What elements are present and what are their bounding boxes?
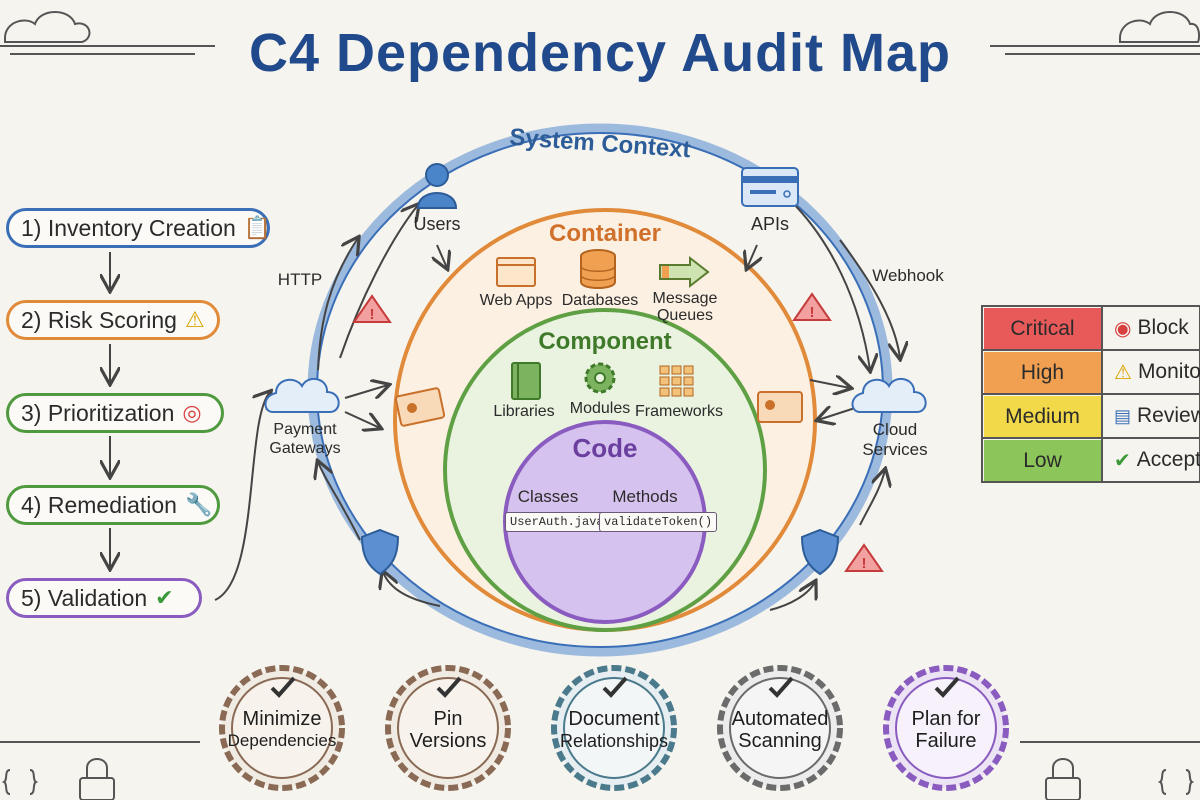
component-item-frameworks[interactable]: Frameworks — [634, 403, 723, 420]
container-item-databases[interactable]: Databases — [561, 292, 639, 309]
cloud-icon-services — [851, 377, 927, 413]
api-card-icon — [741, 167, 799, 207]
component-item-modules[interactable]: Modules — [569, 400, 631, 417]
principle-badge-4 — [717, 665, 843, 791]
page-title: C4 Dependency Audit Map — [248, 23, 952, 83]
legend-action-monitor: ⚠ Monitor — [1114, 360, 1200, 384]
legend-level-critical: Critical — [984, 308, 1101, 349]
svg-text:!: ! — [862, 555, 867, 572]
code-class-example[interactable]: UserAuth.java — [505, 512, 609, 532]
target-icon: ◎ — [182, 400, 202, 425]
checkmark-icon: ✔ — [1114, 449, 1131, 472]
id-card-icon — [757, 391, 803, 423]
legend-level-high: High — [984, 352, 1101, 393]
principle-badge-1 — [219, 665, 345, 791]
gear-icon — [584, 362, 616, 394]
message-queue-icon — [659, 255, 710, 289]
principle-badges — [219, 665, 1009, 791]
warning-icon: ! — [844, 543, 884, 572]
webhook-label: Webhook — [872, 266, 944, 285]
payment-gateways-label[interactable]: Payment Gateways — [269, 421, 341, 457]
web-app-icon — [496, 257, 536, 287]
step-label: 3) Prioritization — [21, 399, 175, 426]
warning-icon: ⚠ — [1114, 361, 1132, 384]
container-title: Container — [548, 220, 661, 247]
principle-badge-5 — [883, 665, 1009, 791]
wrench-icon: 🔧 — [184, 492, 213, 517]
principle-minimize-dependencies: Minimize Dependencies — [227, 708, 337, 750]
legend-grid — [981, 305, 1200, 483]
principle-plan-for-failure: Plan for Failure — [911, 708, 981, 752]
apis-label[interactable]: APIs — [750, 214, 789, 234]
step-label: 4) Remediation — [21, 491, 177, 518]
legend-action-block: ◉ Block — [1114, 316, 1189, 340]
code-classes-label: Classes — [517, 487, 579, 506]
step-risk-scoring[interactable]: 2) Risk Scoring ⚠ — [6, 300, 220, 340]
legend-level-low: Low — [984, 440, 1101, 481]
legend-action-review: ▤ Review — [1114, 404, 1200, 427]
component-item-libraries[interactable]: Libraries — [493, 403, 555, 420]
checkmark-icon: ✔ — [155, 585, 174, 610]
shield-icon — [800, 528, 840, 576]
step-label: 2) Risk Scoring — [21, 306, 177, 333]
cloud-services-label[interactable]: Cloud Services — [862, 420, 928, 459]
step-prioritization[interactable]: 3) Prioritization ◎ — [6, 393, 224, 433]
container-item-message-queues[interactable]: Message Queues — [652, 290, 718, 324]
database-icon — [580, 249, 616, 289]
header-decoration — [0, 11, 1200, 55]
step-remediation[interactable]: 4) Remediation 🔧 — [6, 485, 220, 525]
principle-automated-scanning: Automated Scanning — [731, 708, 829, 752]
code-methods-label: Methods — [612, 487, 678, 506]
step-label: 5) Validation — [21, 584, 148, 611]
shield-icon — [360, 528, 400, 576]
svg-text:!: ! — [370, 306, 375, 323]
warning-icon: ! — [352, 294, 392, 323]
code-method-example[interactable]: validateToken() — [599, 512, 718, 532]
principle-badge-3 — [551, 665, 677, 791]
code-title: Code — [572, 433, 638, 463]
legend-action-accept: ✔ Accept — [1114, 448, 1200, 472]
id-card-icon — [394, 387, 446, 427]
svg-text:!: ! — [810, 304, 815, 321]
http-label: HTTP — [277, 270, 323, 289]
step-connectors — [110, 252, 270, 601]
principle-pin-versions: Pin Versions — [409, 708, 487, 752]
clipboard-icon: 📋 — [243, 215, 272, 240]
framework-grid-icon — [659, 365, 694, 397]
stop-icon: ◉ — [1114, 317, 1132, 340]
warning-icon: ! — [792, 292, 832, 321]
legend-level-medium: Medium — [984, 396, 1101, 437]
principle-badge-2 — [385, 665, 511, 791]
cloud-icon-payment — [264, 377, 340, 413]
users-label[interactable]: Users — [413, 214, 461, 234]
step-label: 1) Inventory Creation — [21, 214, 236, 241]
step-inventory-creation[interactable]: 1) Inventory Creation 📋 — [6, 208, 272, 248]
user-icon — [416, 163, 458, 209]
principle-document-relationships: Document Relationships — [559, 708, 669, 751]
container-item-web-apps[interactable]: Web Apps — [479, 292, 553, 309]
library-icon — [511, 362, 541, 400]
component-title: Component — [538, 328, 672, 355]
relationship-arrows — [318, 199, 900, 611]
footer-decoration — [0, 741, 1200, 800]
warning-icon: ⚠ — [184, 307, 205, 332]
step-validation[interactable]: 5) Validation ✔ — [6, 578, 202, 618]
notepad-icon: ▤ — [1114, 405, 1132, 426]
